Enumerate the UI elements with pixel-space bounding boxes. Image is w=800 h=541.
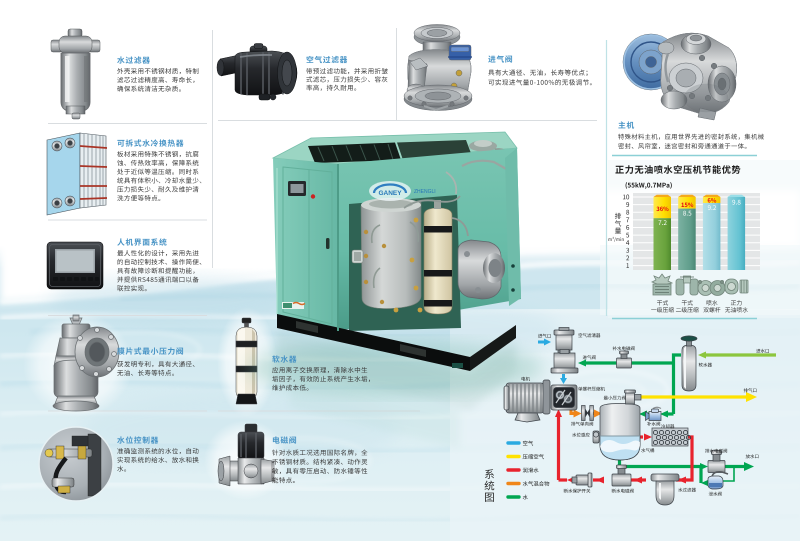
svg-text:GANEY: GANEY [378,190,402,197]
svg-text:ZHENGLI: ZHENGLI [414,189,436,195]
